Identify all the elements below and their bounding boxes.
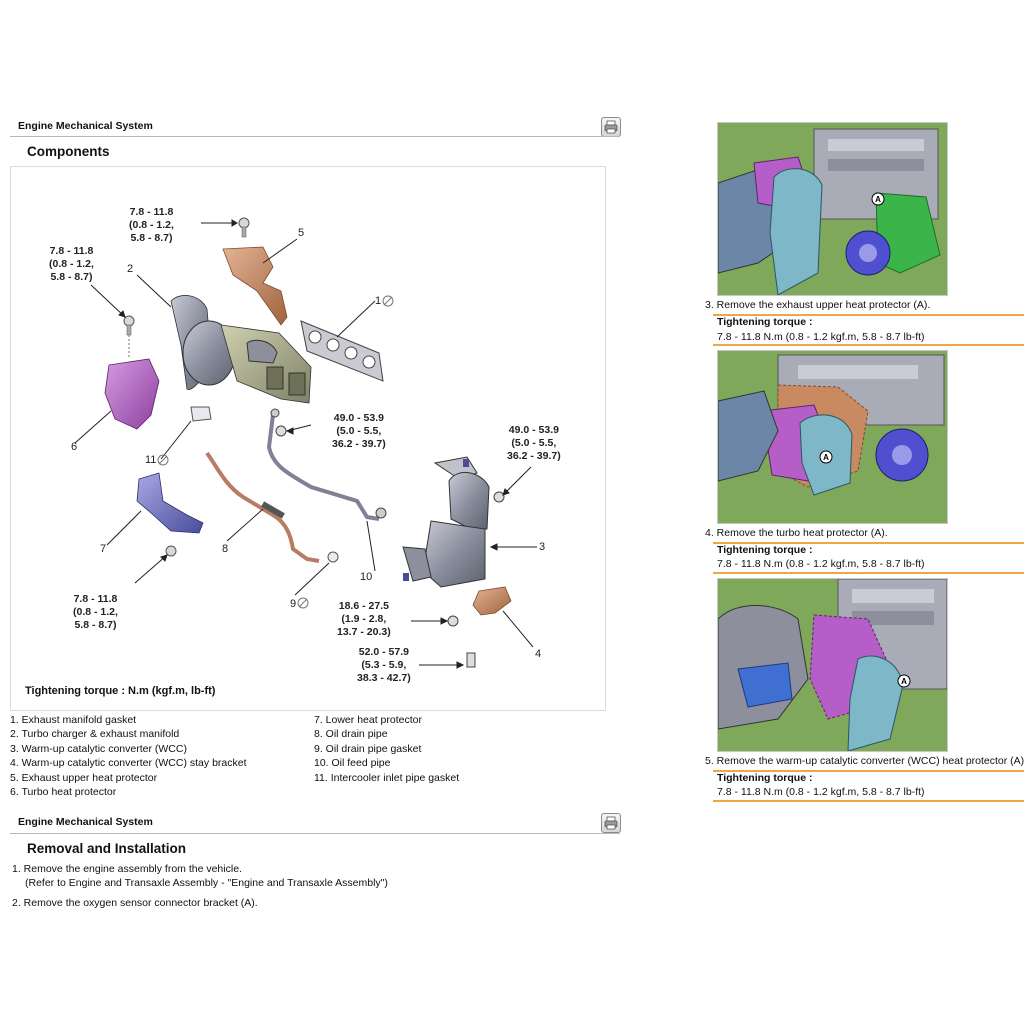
print-button[interactable] xyxy=(601,813,621,833)
torque-rule xyxy=(713,344,1024,346)
torque-label-wcc: 49.0 - 53.9 (5.0 - 5.5, 36.2 - 39.7) xyxy=(507,424,561,462)
print-icon xyxy=(604,120,618,134)
marker-a xyxy=(819,450,833,464)
marker-a xyxy=(871,192,885,206)
marker-a xyxy=(897,674,911,688)
warm-up-catalytic-converter xyxy=(402,456,490,588)
legend-item: 9. Oil drain pipe gasket xyxy=(314,742,422,755)
turbocharger-exhaust-manifold xyxy=(170,295,312,404)
torque-rule xyxy=(713,314,1024,316)
torque-label: Tightening torque : xyxy=(717,772,813,784)
legend-item: 7. Lower heat protector xyxy=(314,714,422,726)
engine-photo-upper-protector: A xyxy=(717,122,948,296)
torque-rule xyxy=(713,572,1024,574)
oil-drain-pipe-gasket xyxy=(327,551,339,563)
removal-title: Removal and Installation xyxy=(27,841,187,856)
torque-unit-note: Tightening torque : N.m (kgf.m, lb-ft) xyxy=(25,685,216,697)
step-1-reference: (Refer to Engine and Transaxle Assembly … xyxy=(25,877,388,889)
step-5: 5. Remove the warm-up catalytic converte… xyxy=(705,755,1024,767)
torque-label-upper-protector: 7.8 - 11.8 (0.8 - 1.2, 5.8 - 8.7) xyxy=(129,206,174,244)
torque-label: Tightening torque : xyxy=(717,316,813,328)
torque-rule xyxy=(713,770,1024,772)
legend-item: 8. Oil drain pipe xyxy=(314,728,388,741)
bolt xyxy=(238,217,250,229)
svg-text:A: A xyxy=(875,195,881,204)
torque-value: 7.8 - 11.8 N.m (0.8 - 1.2 kgf.m, 5.8 - 8… xyxy=(717,558,925,570)
parts-legend-left: 1. Exhaust manifold gasket 2. Turbo char… xyxy=(10,713,247,799)
callout-7: 7 xyxy=(100,543,107,555)
callout-8: 8 xyxy=(222,543,229,555)
legend-item: 5. Exhaust upper heat protector xyxy=(10,771,158,784)
legend-item: 11. Intercooler inlet pipe gasket xyxy=(314,771,460,784)
oil-feed-pipe xyxy=(266,414,380,521)
torque-label-turbo-protector: 7.8 - 11.8 (0.8 - 1.2, 5.8 - 8.7) xyxy=(49,245,94,283)
bolt xyxy=(466,652,476,668)
callout-2: 2 xyxy=(127,263,134,275)
components-diagram: 7.8 - 11.8 (0.8 - 1.2, 5.8 - 8.7) 7.8 - … xyxy=(10,166,606,711)
bolt-shank xyxy=(241,226,247,238)
engine-photo-wcc-protector: A xyxy=(717,578,948,752)
wcc-stay-bracket xyxy=(472,586,512,616)
step-3: 3. Remove the exhaust upper heat protect… xyxy=(705,299,931,311)
callout-6: 6 xyxy=(71,441,78,453)
callout-4: 4 xyxy=(535,648,542,660)
section-header: Engine Mechanical System xyxy=(18,120,153,132)
header-divider xyxy=(10,136,620,137)
svg-text:A: A xyxy=(823,453,829,462)
banjo-bolt xyxy=(275,425,287,437)
legend-item: 3. Warm-up catalytic converter (WCC) xyxy=(10,742,187,755)
section-header: Engine Mechanical System xyxy=(18,816,153,828)
parts-legend-right: 7. Lower heat protector 8. Oil drain pip… xyxy=(314,713,459,785)
turbo-heat-protector xyxy=(104,358,160,430)
step-4: 4. Remove the turbo heat protector (A). xyxy=(705,527,888,539)
print-icon xyxy=(604,816,618,830)
torque-label: Tightening torque : xyxy=(717,544,813,556)
print-button[interactable] xyxy=(601,117,621,137)
lower-heat-protector xyxy=(136,472,204,534)
legend-item: 1. Exhaust manifold gasket xyxy=(10,714,137,726)
legend-item: 6. Turbo heat protector xyxy=(10,786,117,799)
svg-text:A: A xyxy=(901,677,907,686)
torque-label-lower-protector: 7.8 - 11.8 (0.8 - 1.2, 5.8 - 8.7) xyxy=(73,593,118,631)
callout-10: 10 xyxy=(360,571,373,583)
legend-item: 2. Turbo charger & exhaust manifold xyxy=(10,728,180,741)
bolt xyxy=(165,545,177,557)
step-2: 2. Remove the oxygen sensor connector br… xyxy=(12,897,258,909)
torque-label-bracket-lower: 52.0 - 57.9 (5.3 - 5.9, 38.3 - 42.7) xyxy=(357,646,411,684)
header-divider xyxy=(10,833,620,834)
oil-drain-pipe xyxy=(205,451,320,563)
torque-rule xyxy=(713,542,1024,544)
torque-label-oil-feed: 49.0 - 53.9 (5.0 - 5.5, 36.2 - 39.7) xyxy=(332,412,386,450)
step-1: 1. Remove the engine assembly from the v… xyxy=(12,863,242,875)
nut xyxy=(493,491,505,503)
exhaust-manifold-gasket xyxy=(300,320,384,382)
callout-1: 1 xyxy=(375,295,382,307)
legend-item: 10. Oil feed pipe xyxy=(314,757,391,770)
intercooler-inlet-pipe-gasket xyxy=(190,406,212,422)
engine-photo-turbo-protector: A xyxy=(717,350,948,524)
callout-5: 5 xyxy=(298,227,305,239)
bolt xyxy=(447,615,459,627)
torque-value: 7.8 - 11.8 N.m (0.8 - 1.2 kgf.m, 5.8 - 8… xyxy=(717,786,925,798)
upper-heat-protector xyxy=(222,246,288,326)
torque-label-bracket-bolt: 18.6 - 27.5 (1.9 - 2.8, 13.7 - 20.3) xyxy=(337,600,391,638)
torque-value: 7.8 - 11.8 N.m (0.8 - 1.2 kgf.m, 5.8 - 8… xyxy=(717,331,925,343)
components-title: Components xyxy=(27,144,110,159)
torque-rule xyxy=(713,800,1024,802)
callout-11: 11 xyxy=(145,454,157,466)
legend-item: 4. Warm-up catalytic converter (WCC) sta… xyxy=(10,757,247,770)
exploded-view-illustration xyxy=(74,217,537,669)
callout-3: 3 xyxy=(539,541,546,553)
callout-9: 9 xyxy=(290,598,297,610)
